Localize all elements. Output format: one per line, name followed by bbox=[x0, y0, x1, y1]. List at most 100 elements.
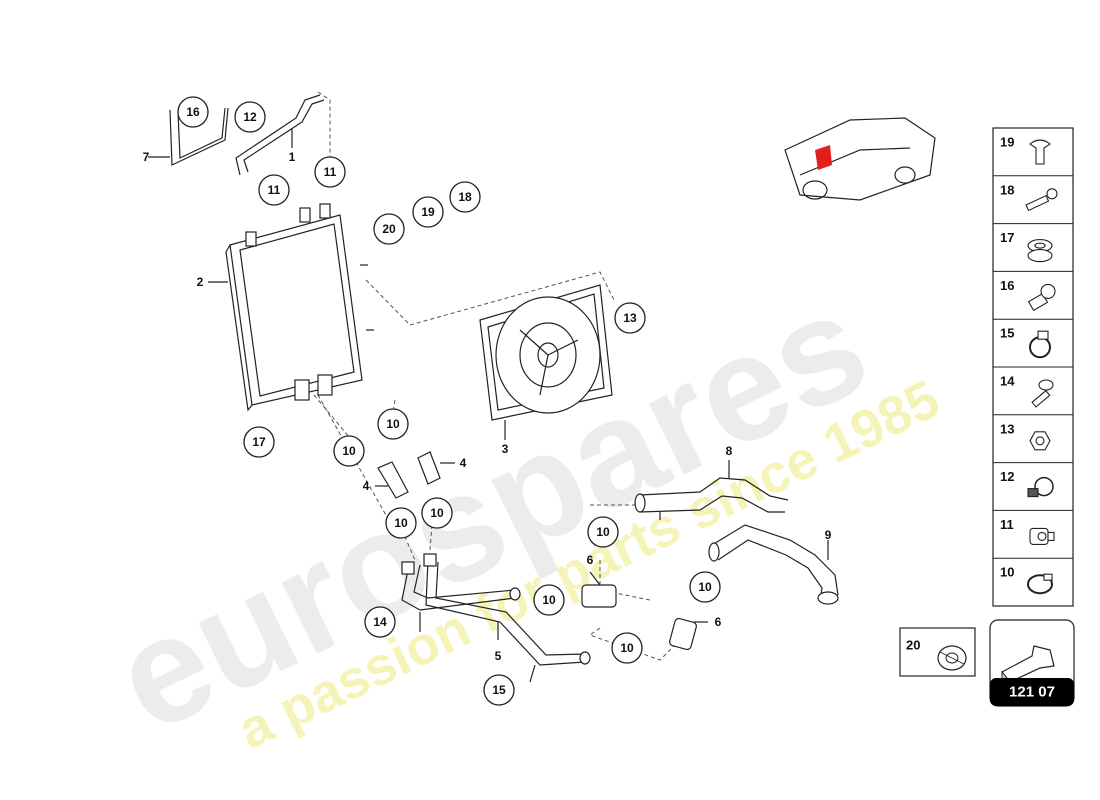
hose-part-1 bbox=[235, 94, 325, 176]
callout-number: 10 bbox=[430, 506, 444, 520]
callout-circle bbox=[373, 213, 405, 245]
car-locator-thumbnail bbox=[784, 117, 936, 201]
legend-number: 14 bbox=[1000, 374, 1015, 389]
callout-12: 12 bbox=[234, 101, 266, 133]
highlighted-radiator-area bbox=[815, 145, 832, 170]
band-clamp-icon bbox=[1027, 573, 1053, 595]
callout-14: 14 bbox=[364, 606, 396, 638]
legend-row-15: 15 bbox=[993, 318, 1073, 359]
extra-part-box: 20 bbox=[899, 627, 976, 677]
legend-number: 13 bbox=[1000, 421, 1014, 436]
bracket-part-7 bbox=[169, 107, 229, 166]
callout-circle bbox=[377, 408, 409, 440]
callout-circle bbox=[385, 507, 417, 539]
callout-circle bbox=[587, 516, 619, 548]
callout-number: 10 bbox=[698, 580, 712, 594]
callout-number: 20 bbox=[382, 222, 396, 236]
legend-row-16: 16 bbox=[993, 270, 1073, 312]
legend-number: 16 bbox=[1000, 278, 1014, 293]
part-label-3: 3 bbox=[502, 442, 509, 456]
callout-number: 11 bbox=[268, 183, 281, 197]
callout-number: 10 bbox=[542, 593, 556, 607]
screw-icon bbox=[1031, 379, 1054, 408]
callout-10: 10 bbox=[421, 497, 453, 529]
bolt-icon bbox=[1025, 188, 1058, 212]
part-label-1: 1 bbox=[289, 150, 296, 164]
grommet-icon bbox=[1027, 239, 1053, 263]
callout-circle bbox=[533, 584, 565, 616]
callout-circle bbox=[234, 101, 266, 133]
page-code-badge bbox=[990, 678, 1074, 706]
hose-part-9 bbox=[708, 524, 839, 605]
plug-fastener-icon bbox=[1027, 283, 1056, 312]
legend-number: 10 bbox=[1000, 565, 1014, 580]
page-code-box: 121 07 bbox=[989, 619, 1075, 707]
solid-leaders bbox=[148, 128, 829, 640]
extra-part-number: 20 bbox=[906, 638, 920, 653]
callout-17: 17 bbox=[243, 426, 275, 458]
legend-row-17: 17 bbox=[993, 223, 1073, 263]
callout-19: 19 bbox=[412, 196, 444, 228]
fan-part-3 bbox=[479, 284, 613, 421]
legend-row-13: 13 bbox=[993, 414, 1073, 451]
hose-part-4b bbox=[417, 451, 441, 485]
legend-row-11: 11 bbox=[993, 509, 1073, 545]
callout-circle bbox=[333, 435, 365, 467]
callout-circle bbox=[449, 181, 481, 213]
callout-number: 10 bbox=[620, 641, 634, 655]
callout-10: 10 bbox=[385, 507, 417, 539]
callout-16: 16 bbox=[177, 96, 209, 128]
callout-number: 10 bbox=[342, 444, 356, 458]
part-label-4: 4 bbox=[363, 479, 370, 493]
hose-clamp-icon bbox=[1029, 330, 1051, 359]
callout-10: 10 bbox=[377, 408, 409, 440]
legend-row-18: 18 bbox=[993, 175, 1073, 212]
callout-10: 10 bbox=[333, 435, 365, 467]
callout-number: 15 bbox=[492, 683, 506, 697]
part-label-9: 9 bbox=[825, 528, 832, 542]
legend-row-12: 12 bbox=[993, 462, 1073, 498]
part-label-5: 5 bbox=[495, 649, 502, 663]
legend-row-19: 19 bbox=[1000, 135, 1051, 165]
bushing-icon bbox=[937, 645, 967, 671]
part-label-6: 6 bbox=[587, 553, 594, 567]
callout-circle bbox=[314, 156, 346, 188]
callout-number: 13 bbox=[623, 311, 637, 325]
callout-circle bbox=[483, 674, 515, 706]
part-label-2: 2 bbox=[197, 275, 204, 289]
callout-10: 10 bbox=[611, 632, 643, 664]
radiator-part-2 bbox=[225, 203, 374, 412]
part-label-4: 4 bbox=[460, 456, 467, 470]
callout-number: 14 bbox=[373, 615, 387, 629]
legend-number: 17 bbox=[1000, 230, 1014, 245]
clip-rivet-icon bbox=[1029, 139, 1051, 165]
callout-10: 10 bbox=[689, 571, 721, 603]
part-label-7: 7 bbox=[143, 150, 150, 164]
legend-number: 11 bbox=[1000, 517, 1014, 532]
callout-circle bbox=[177, 96, 209, 128]
callout-circle bbox=[364, 606, 396, 638]
legend-row-10: 10 bbox=[993, 557, 1073, 595]
callout-13: 13 bbox=[614, 302, 646, 334]
callout-number: 16 bbox=[186, 105, 200, 119]
page-code: 121 07 bbox=[1009, 684, 1055, 701]
callout-circle bbox=[258, 174, 290, 206]
callout-11: 11 bbox=[258, 174, 290, 206]
callout-number: 19 bbox=[421, 205, 435, 219]
callout-18: 18 bbox=[449, 181, 481, 213]
callout-15: 15 bbox=[483, 674, 515, 706]
legend-number: 15 bbox=[1000, 326, 1014, 341]
hose-part-8 bbox=[634, 477, 789, 520]
callout-circle bbox=[243, 426, 275, 458]
legend-number: 12 bbox=[1000, 469, 1014, 484]
hose-part-5 bbox=[401, 553, 591, 683]
callout-20: 20 bbox=[373, 213, 405, 245]
legend-panel: 19 18 17 16 15 14 13 12 11 10 bbox=[992, 127, 1074, 607]
callout-number: 18 bbox=[458, 190, 472, 204]
callout-number: 11 bbox=[324, 165, 337, 179]
callout-circle bbox=[611, 632, 643, 664]
callout-circle bbox=[689, 571, 721, 603]
callout-number: 10 bbox=[596, 525, 610, 539]
